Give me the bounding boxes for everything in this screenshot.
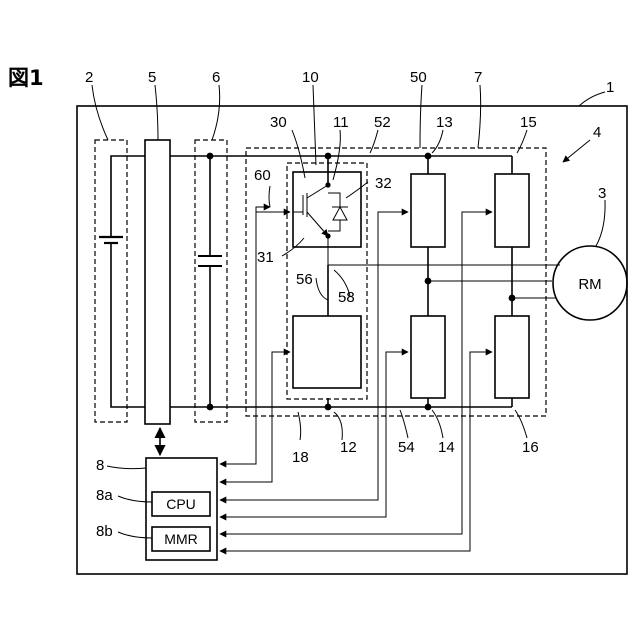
- ref-11: 11: [333, 114, 349, 131]
- ref-60: 60: [254, 167, 271, 184]
- capacitor-group: [195, 140, 227, 422]
- ref-54: 54: [398, 439, 415, 456]
- ref-8: 8: [96, 457, 104, 474]
- ref-8a: 8a: [96, 487, 113, 504]
- ref-16: 16: [522, 439, 539, 456]
- ref-4: 4: [593, 124, 601, 141]
- battery-symbol: [99, 237, 123, 243]
- cpu-label: CPU: [166, 496, 196, 512]
- ref-3: 3: [598, 185, 606, 202]
- switch-box-16: [495, 316, 529, 398]
- ref-52: 52: [374, 114, 391, 131]
- motor-label: RM: [578, 276, 601, 293]
- diode-symbol: [328, 193, 348, 231]
- ref-30: 30: [270, 114, 287, 131]
- ref-5: 5: [148, 69, 156, 86]
- ref-2: 2: [85, 69, 93, 86]
- igbt-symbol: [293, 185, 328, 236]
- ref-18: 18: [292, 449, 309, 466]
- ref-14: 14: [438, 439, 455, 456]
- lower-switch-box: [293, 316, 361, 388]
- ref-32: 32: [375, 175, 392, 192]
- switch-box-15: [495, 174, 529, 247]
- relay-block: [145, 140, 170, 424]
- capacitor-symbol: [198, 256, 222, 266]
- ref-12: 12: [340, 439, 357, 456]
- group-4-arrow: [563, 140, 590, 162]
- ref-56: 56: [296, 271, 313, 288]
- ref-6: 6: [212, 69, 220, 86]
- motor-leader: [596, 200, 605, 246]
- ref-31: 31: [257, 249, 274, 266]
- figure-title: 図1: [8, 66, 44, 90]
- ref-10: 10: [302, 69, 319, 86]
- ref-8b: 8b: [96, 523, 113, 540]
- memory-label: MMR: [164, 531, 197, 547]
- ref-50: 50: [410, 69, 427, 86]
- switch-box-14: [411, 316, 445, 398]
- ref-1: 1: [606, 79, 614, 96]
- ref-7: 7: [474, 69, 482, 86]
- switch-box-13: [411, 174, 445, 247]
- ref-13: 13: [436, 114, 453, 131]
- ref-58: 58: [338, 289, 355, 306]
- ref-15: 15: [520, 114, 537, 131]
